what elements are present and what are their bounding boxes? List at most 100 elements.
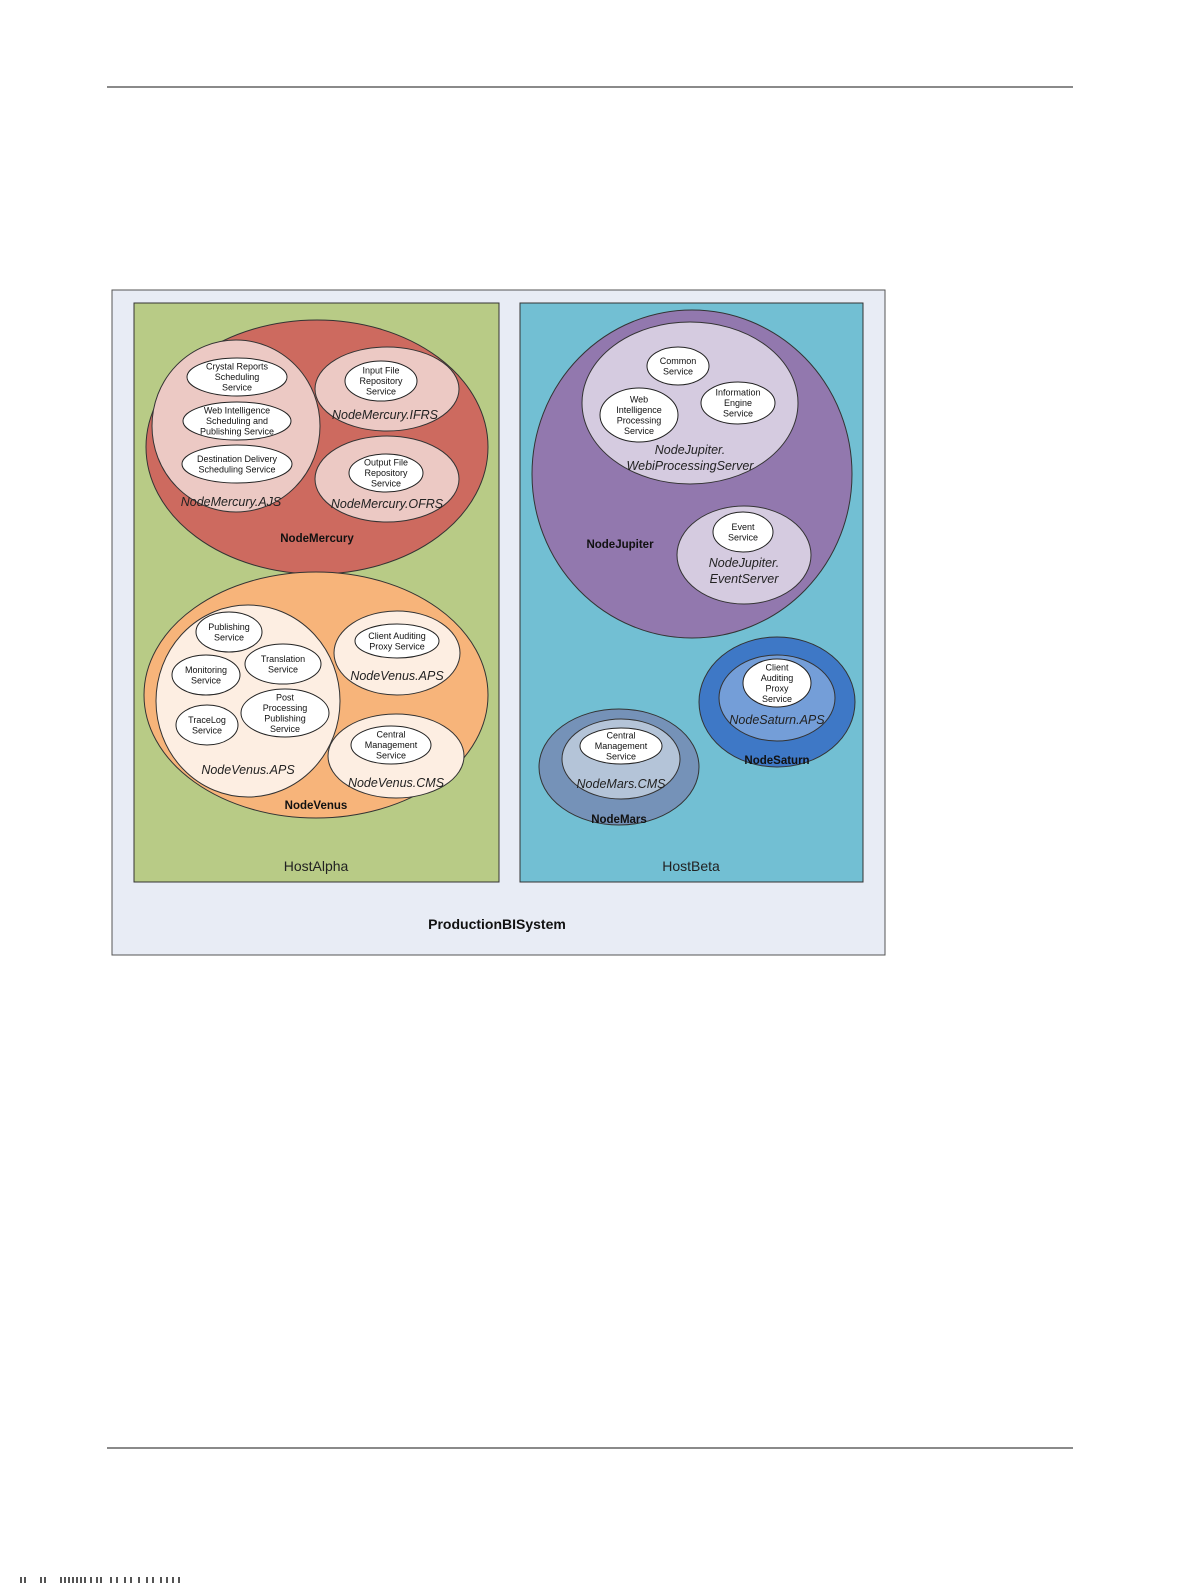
service-label: Intelligence [616, 405, 662, 415]
service-ellipse [171, 654, 241, 696]
service-label: Auditing [761, 673, 794, 683]
service-label: Destination Delivery [197, 454, 278, 464]
service-ellipse [579, 727, 663, 765]
process-mercury-ifrs: Input FileRepositoryServiceNodeMercury.I… [314, 346, 460, 432]
node-venus: PublishingServiceMonitoringServiceTransl… [143, 571, 489, 819]
service-label: Service [723, 409, 753, 419]
process-label: WebiProcessingServer [627, 459, 755, 473]
node-label: NodeMercury [280, 533, 354, 545]
service-label: Translation [261, 654, 305, 664]
service-label: Publishing Service [200, 427, 274, 437]
service-ellipse [181, 444, 293, 484]
service-label: Service [371, 479, 401, 489]
service-label: Service [762, 694, 792, 704]
service-label: Service [376, 751, 406, 761]
service-label: Service [728, 532, 758, 542]
service-label: Service [191, 675, 221, 685]
service-label: Output File [364, 458, 408, 468]
service-label: Proxy Service [369, 641, 425, 651]
service-label: Service [222, 383, 252, 393]
service-ellipse [186, 357, 288, 397]
process-ellipse [676, 505, 812, 605]
node-jupiter: CommonServiceWebIntelligenceProcessingSe… [531, 309, 853, 639]
process-label: NodeJupiter. [709, 556, 779, 570]
service-label: Event [731, 522, 755, 532]
service-ellipse [240, 688, 330, 738]
process-label: NodeVenus.CMS [348, 776, 445, 790]
service-ellipse [700, 381, 776, 425]
service-label: Input File [362, 366, 399, 376]
service-label: Central [606, 731, 635, 741]
host-label: HostAlpha [284, 858, 349, 874]
footer-rule [107, 1447, 1073, 1449]
service-label: Processing [263, 703, 308, 713]
service-label: Repository [359, 376, 403, 386]
service-ellipse [646, 346, 710, 386]
service-label: Proxy [765, 683, 789, 693]
node-label: NodeVenus [285, 800, 348, 812]
service-ellipse [348, 453, 424, 493]
service-label: Repository [364, 468, 408, 478]
service-label: Service [214, 632, 244, 642]
system-label: ProductionBISystem [428, 916, 566, 932]
process-mercury-ofrs: Output FileRepositoryServiceNodeMercury.… [314, 435, 460, 523]
service-label: Service [606, 752, 636, 762]
service-ellipse [742, 658, 812, 708]
service-label: Central [376, 730, 405, 740]
node-label: NodeJupiter [586, 539, 654, 551]
service-label: Engine [724, 398, 752, 408]
service-label: Service [663, 366, 693, 376]
process-label: NodeMercury.OFRS [331, 497, 444, 511]
service-label: Client [765, 662, 789, 672]
service-label: Client Auditing [368, 631, 426, 641]
service-ellipse [344, 360, 418, 402]
service-label: Publishing [208, 622, 250, 632]
node-label: NodeSaturn [744, 755, 809, 767]
process-label: EventServer [710, 572, 780, 586]
process-ellipse [581, 321, 799, 485]
service-ellipse [195, 611, 263, 653]
process-label: NodeMercury.IFRS [332, 408, 439, 422]
host-beta: HostBetaCommonServiceWebIntelligenceProc… [519, 302, 864, 883]
service-label: Web Intelligence [204, 406, 270, 416]
service-label: Publishing [264, 713, 306, 723]
footer-marks [0, 1576, 190, 1583]
service-label: Service [366, 387, 396, 397]
service-label: Information [715, 388, 760, 398]
service-label: Service [624, 426, 654, 436]
service-ellipse [599, 387, 679, 443]
service-label: Scheduling Service [198, 464, 275, 474]
process-label: NodeMercury.AJS [181, 495, 282, 509]
service-label: Management [365, 740, 418, 750]
service-label: Processing [617, 415, 662, 425]
service-label: Crystal Reports [206, 362, 269, 372]
service-ellipse [350, 725, 432, 765]
process-label: NodeJupiter. [655, 443, 725, 457]
service-label: Monitoring [185, 665, 227, 675]
process-label: NodeSaturn.APS [729, 713, 825, 727]
service-label: Scheduling [215, 372, 260, 382]
